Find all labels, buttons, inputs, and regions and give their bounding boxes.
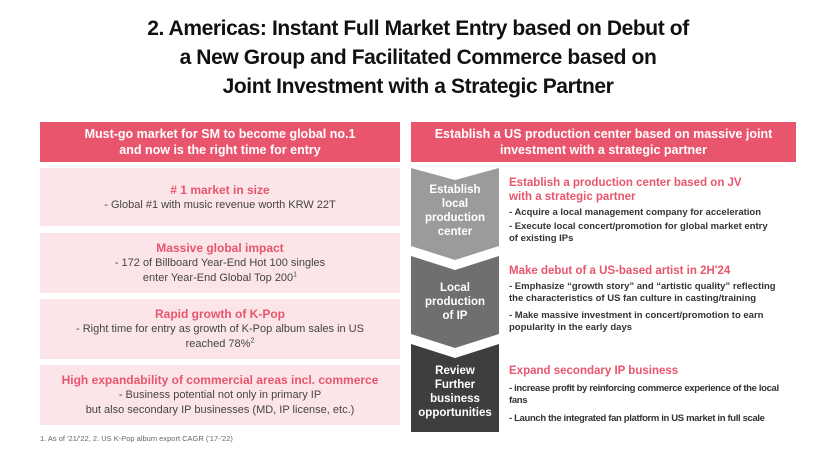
step-3-line-4: opportunities <box>418 407 492 419</box>
chevron-shape <box>411 344 499 432</box>
footnote: 1. As of '21/'22, 2. US K-Pop album expo… <box>40 434 233 443</box>
left-header-line-2: and now is the right time for entry <box>119 143 321 157</box>
section-3-heading: Expand secondary IP business <box>509 364 799 378</box>
step-1-line-4: center <box>437 226 473 238</box>
left-header-line-1: Must-go market for SM to become global n… <box>84 127 356 141</box>
title-line-1: 2. Americas: Instant Full Market Entry b… <box>147 17 689 40</box>
bullet-line: - Acquire a local management company for… <box>509 207 762 218</box>
commerce-box: High expandability of commercial areas i… <box>40 365 400 425</box>
section-1-heading-line-2: with a strategic partner <box>509 191 636 203</box>
step-1-line-3: production <box>424 212 486 224</box>
bullet-line: - increase profit by reinforcing commerc… <box>509 383 779 406</box>
step-3-line-1: Review <box>435 365 475 377</box>
step-3-line-3: business <box>430 393 480 405</box>
kpop-growth-text-2: reached 78%2 <box>185 337 255 350</box>
step-3-line-2: Further <box>434 379 476 391</box>
footnote-ref-1: 1 <box>293 271 298 279</box>
bullet-line: popularity in the early days <box>509 322 633 333</box>
step-label-review: Review Further business opportunities <box>411 354 499 430</box>
step-2-line-2: production <box>424 296 486 308</box>
section-us-artist-debut: Make debut of a US-based artist in 2H'24… <box>509 264 799 334</box>
section-1-bullet-1: - Acquire a local management company for… <box>509 207 799 219</box>
bullet-line: - Emphasize “growth story” and “artistic… <box>509 281 776 292</box>
section-1-heading: Establish a production center based on J… <box>509 176 799 204</box>
section-secondary-ip: Expand secondary IP business - increase … <box>509 364 799 425</box>
bullet-line: - Execute local concert/promotion for gl… <box>509 221 768 232</box>
market-size-heading: # 1 market in size <box>170 182 270 197</box>
step-1-line-1: Establish <box>429 184 481 196</box>
section-2-heading-line-1: Make debut of a US-based artist in 2H'24 <box>509 265 731 277</box>
commerce-text-1: - Business potential not only in primary… <box>118 389 322 401</box>
step-2-line-3: of IP <box>442 310 468 322</box>
global-impact-box: Massive global impact - 172 of Billboard… <box>40 233 400 293</box>
global-impact-heading: Massive global impact <box>156 241 284 255</box>
step-label-establish: Establish local production center <box>411 168 499 254</box>
title-line-3: Joint Investment with a Strategic Partne… <box>222 75 614 98</box>
chevron-shape <box>411 256 499 348</box>
left-column-header: Must-go market for SM to become global n… <box>40 122 400 162</box>
section-2-heading: Make debut of a US-based artist in 2H'24 <box>509 264 799 278</box>
step-2-line-1: Local <box>439 282 471 294</box>
bullet-line: - Make massive investment in concert/pro… <box>509 310 764 321</box>
section-1-bullet-2: - Execute local concert/promotion for gl… <box>509 221 799 245</box>
right-header-line-1: Establish a US production center based o… <box>434 127 773 141</box>
section-2-bullet-1: - Emphasize “growth story” and “artistic… <box>509 281 799 305</box>
step-label-local-production: Local production of IP <box>411 262 499 342</box>
commerce-heading: High expandability of commercial areas i… <box>61 373 379 387</box>
section-3-bullet-2: - Launch the integrated fan platform in … <box>509 413 799 425</box>
kpop-growth-heading: Rapid growth of K-Pop <box>155 307 285 321</box>
market-size-text: - Global #1 with music revenue worth KRW… <box>104 198 336 211</box>
step-chevron-local-production: Local production of IP <box>411 256 499 348</box>
right-column-header: Establish a US production center based o… <box>411 122 796 162</box>
page-title: 2. Americas: Instant Full Market Entry b… <box>40 14 796 101</box>
section-2-bullet-2: - Make massive investment in concert/pro… <box>509 310 799 334</box>
global-impact-text-2: enter Year-End Global Top 2001 <box>142 271 298 284</box>
chevron-shape <box>411 168 499 260</box>
bullet-line: the characteristics of US fan culture in… <box>509 293 757 304</box>
kpop-growth-box: Rapid growth of K-Pop - Right time for e… <box>40 299 400 359</box>
market-size-box: # 1 market in size - Global #1 with musi… <box>40 168 400 226</box>
commerce-text-2: but also secondary IP businesses (MD, IP… <box>85 404 355 416</box>
bullet-line: - Launch the integrated fan platform in … <box>509 413 765 424</box>
bullet-line: of existing IPs <box>509 233 574 244</box>
right-header-line-2: investment with a strategic partner <box>499 143 707 157</box>
section-production-center: Establish a production center based on J… <box>509 176 799 245</box>
title-line-2: a New Group and Facilitated Commerce bas… <box>179 46 657 69</box>
global-impact-text-1: - 172 of Billboard Year-End Hot 100 sing… <box>114 257 326 269</box>
step-chevron-establish: Establish local production center <box>411 168 499 260</box>
kpop-growth-text-1: - Right time for entry as growth of K-Po… <box>76 323 364 335</box>
footnote-ref-2: 2 <box>250 337 255 345</box>
section-3-bullet-1: - increase profit by reinforcing commerc… <box>509 383 799 407</box>
step-1-line-2: local <box>441 198 469 210</box>
step-chevron-review: Review Further business opportunities <box>411 344 499 432</box>
section-1-heading-line-1: Establish a production center based on J… <box>509 177 742 189</box>
section-3-heading-line-1: Expand secondary IP business <box>509 365 679 377</box>
